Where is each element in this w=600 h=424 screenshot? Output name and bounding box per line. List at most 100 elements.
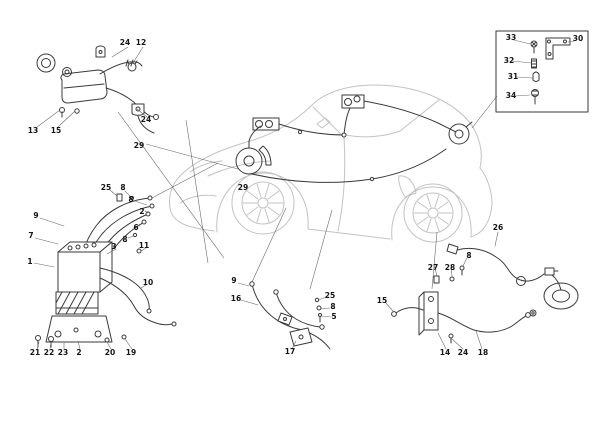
- front-wheel-hub: [257, 197, 269, 209]
- clip-hole: [98, 50, 103, 54]
- line-fitting: [341, 132, 347, 138]
- bracket-plate: [545, 37, 571, 60]
- banjo-hole: [531, 311, 535, 315]
- screw-cross: [531, 41, 537, 47]
- main-brake-line: [278, 123, 345, 136]
- bracket-hole: [547, 39, 551, 44]
- washer: [129, 195, 135, 201]
- abs-out-pipe-1: [99, 267, 150, 311]
- part-number: 19: [126, 348, 136, 357]
- hose-bracket: [423, 291, 439, 331]
- car-front-bumper: [169, 207, 215, 232]
- part-number: 28: [445, 263, 455, 272]
- mount-nut: [121, 334, 127, 340]
- car-mirror: [316, 117, 331, 129]
- part-number: 6: [133, 223, 138, 232]
- part-number: 10: [143, 278, 153, 287]
- wire-loop: [516, 276, 526, 286]
- bracket-slot: [73, 327, 79, 333]
- line-fitting: [297, 129, 303, 135]
- part-number: 5: [331, 312, 336, 321]
- part-number: 14: [440, 348, 450, 357]
- rear-wheel-rim: [412, 192, 454, 234]
- rear-unit-port-b: [353, 95, 361, 103]
- part-number: 8: [128, 195, 133, 204]
- abs-port: [75, 244, 81, 250]
- spring-clamp: [127, 62, 137, 72]
- abs-sensor-body: [446, 243, 459, 255]
- pipe-fitting: [147, 195, 153, 201]
- clamp-hole: [283, 317, 287, 321]
- part-number: 8: [120, 183, 125, 192]
- part-number: 24: [141, 115, 151, 124]
- car-a-pillar: [312, 106, 342, 135]
- bracket-hole: [428, 318, 434, 324]
- bracket-hole: [298, 334, 304, 340]
- bracket-hole: [428, 296, 434, 302]
- rear-brake-line: [363, 100, 457, 133]
- part-number: 24: [120, 38, 130, 47]
- washer: [132, 232, 138, 238]
- abs-mounting-bracket: [45, 315, 113, 343]
- pipe-a: [251, 283, 303, 331]
- car-front-wheel-arch: [216, 172, 309, 233]
- part-number: 12: [136, 38, 146, 47]
- mount-bolt: [35, 335, 41, 341]
- grommet-inner: [41, 58, 51, 68]
- abs-port: [67, 245, 73, 251]
- part-number: 24: [458, 348, 468, 357]
- part-number: 16: [231, 294, 241, 303]
- abs-out-pipe-2: [99, 277, 173, 326]
- part-number: 30: [573, 34, 583, 43]
- abs-unit-front-face: [57, 251, 101, 293]
- front-brake-disc: [235, 147, 263, 175]
- part-number: 29: [134, 141, 144, 150]
- car-ghost-outline: [169, 84, 493, 243]
- banjo-fitting: [529, 309, 537, 317]
- pipe-clamp-block: [277, 312, 293, 326]
- line-to-rear-unit: [343, 107, 351, 136]
- part-number: 22: [44, 348, 54, 357]
- rear-caliper-tick: [465, 121, 473, 128]
- detail-box-frame: [495, 30, 589, 113]
- car-upper-body: [169, 84, 482, 209]
- part-number: 17: [285, 347, 295, 356]
- part-number: 2: [139, 207, 144, 216]
- bracket-hole: [54, 330, 62, 338]
- long-leader-lines: [117, 95, 498, 290]
- washer: [74, 108, 80, 114]
- car-hood-line: [207, 160, 271, 177]
- pipe-fitting: [145, 211, 151, 217]
- detail-hose-sensor: [384, 231, 579, 350]
- reservoir-level-line: [63, 83, 105, 89]
- part-number: 27: [428, 263, 438, 272]
- stud-threads: [531, 60, 537, 68]
- washer: [449, 276, 455, 282]
- flex-hose-right: [437, 312, 527, 333]
- hose-upper: [99, 61, 143, 75]
- detail-reservoir-group: [36, 45, 159, 134]
- car-rear-wheel-arch: [391, 186, 472, 241]
- bracket-hole: [547, 52, 552, 56]
- rear-wheel-spokes: [413, 194, 453, 232]
- spring-clamp-tabs: [126, 60, 138, 65]
- part-number: 3: [111, 242, 116, 251]
- rear-distribution-unit: [341, 94, 365, 109]
- part-number: 32: [504, 56, 514, 65]
- wheel-tire-outer: [543, 282, 579, 310]
- pipe-fitting: [171, 321, 177, 327]
- part-number: 33: [506, 33, 516, 42]
- bolt-hex-lines: [531, 90, 539, 96]
- part-number: 15: [377, 296, 387, 305]
- front-wheel-tire: [231, 171, 295, 235]
- reservoir-cap-center: [64, 69, 70, 75]
- bracket-hole: [563, 39, 567, 44]
- reservoir-cap: [62, 67, 72, 77]
- nut: [316, 305, 322, 311]
- pipe-bracket-hole: [135, 106, 141, 112]
- part-number: 8: [330, 302, 335, 311]
- part-number: 9: [231, 276, 236, 285]
- detail-center-pipes: [237, 281, 332, 350]
